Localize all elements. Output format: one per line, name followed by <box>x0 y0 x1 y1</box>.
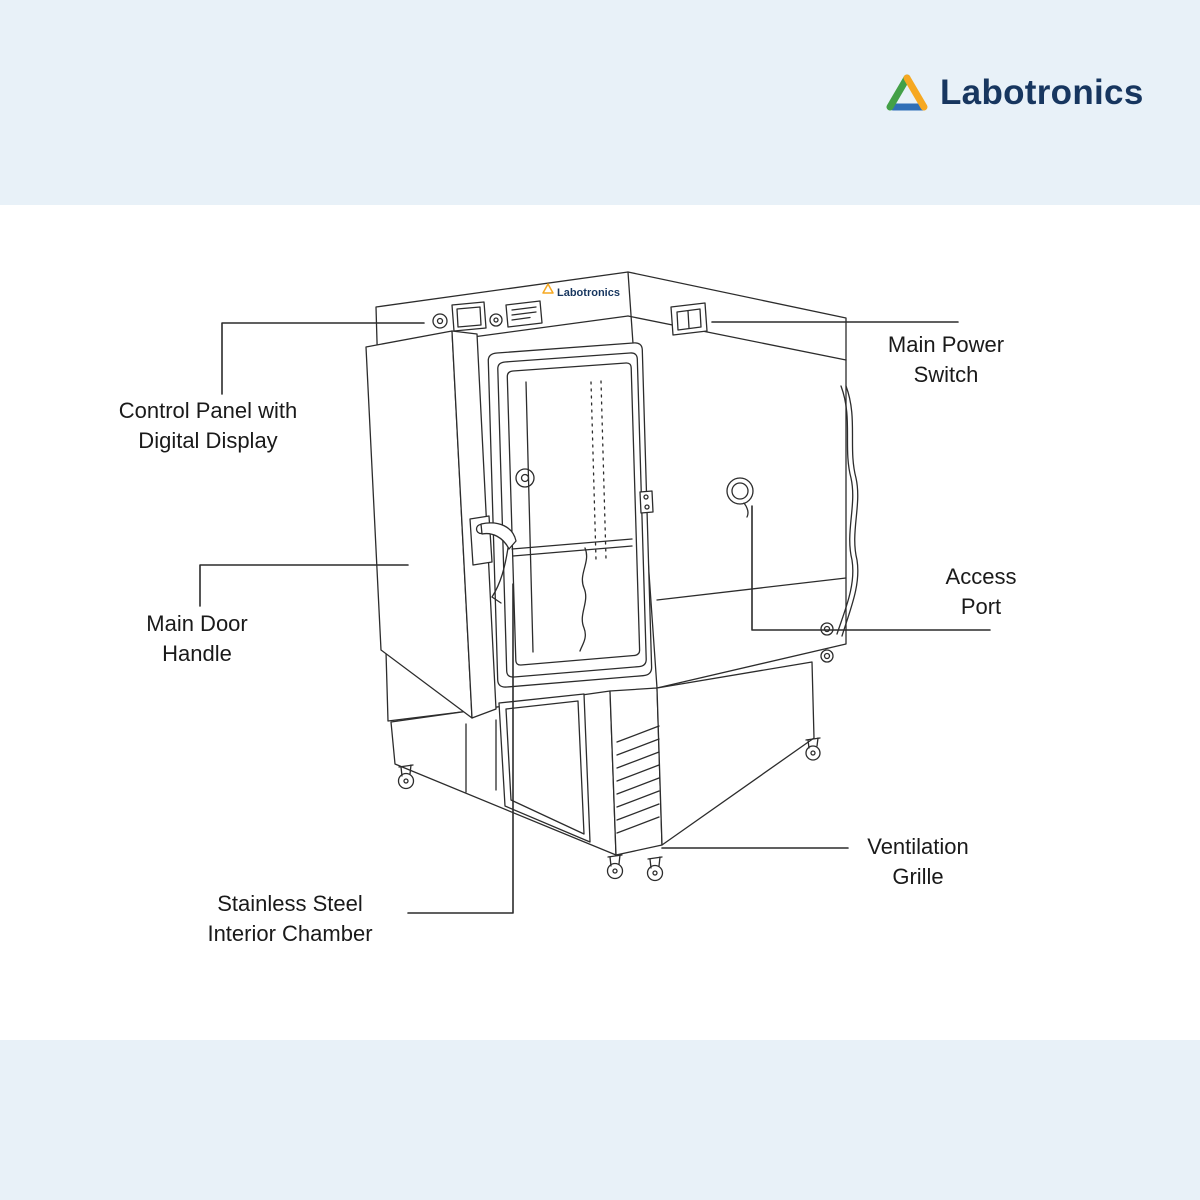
access-port <box>726 477 754 518</box>
label-interior-chamber-line2: Interior Chamber <box>207 921 373 946</box>
label-control-panel: Control Panel with Digital Display <box>119 396 298 456</box>
door-lower-rods <box>465 719 497 793</box>
door-latch-plate <box>639 490 654 514</box>
interior-chamber <box>506 362 641 666</box>
label-control-panel-line2: Digital Display <box>138 428 278 453</box>
interior-sensor-port <box>515 468 535 488</box>
bottom-background-band <box>0 1040 1200 1200</box>
cable-connectors <box>820 622 834 663</box>
label-interior-chamber-line1: Stainless Steel <box>217 891 363 916</box>
machine-brand: Labotronics <box>542 283 620 299</box>
label-power-switch: Main Power Switch <box>888 330 1004 390</box>
label-interior-chamber: Stainless Steel Interior Chamber <box>207 889 372 949</box>
ventilation-grille <box>616 725 660 834</box>
label-ventilation-grille-line2: Grille <box>892 864 944 889</box>
leader-interior-chamber <box>407 583 514 914</box>
brand-logo: Labotronics <box>884 72 1144 114</box>
label-access-port-line1: Access <box>945 564 1017 589</box>
caster-wheels <box>397 737 821 882</box>
label-ventilation-grille-line1: Ventilation <box>867 834 969 859</box>
leader-door-handle <box>199 564 409 607</box>
label-main-door-handle-line1: Main Door <box>146 611 248 636</box>
leader-access-port <box>751 505 991 631</box>
main-power-switch <box>670 302 708 336</box>
interior-rack-perforation <box>590 381 597 561</box>
rear-cable <box>836 385 859 637</box>
interior-sensor-cable <box>579 547 588 652</box>
label-access-port-line2: Port <box>960 594 1002 619</box>
main-door-handle <box>469 515 517 604</box>
label-main-door-handle-line2: Handle <box>162 641 232 666</box>
leader-lines <box>199 321 991 914</box>
label-main-door-handle: Main Door Handle <box>146 609 247 669</box>
interior-shelf <box>511 538 633 550</box>
label-power-switch-line1: Main Power <box>887 332 1005 357</box>
leader-control-panel <box>221 322 425 395</box>
label-power-switch-line2: Switch <box>913 362 979 387</box>
machine-control-panel <box>432 300 543 332</box>
machine-brand-text: Labotronics <box>557 287 620 299</box>
brand-triangle-icon <box>886 74 928 111</box>
label-ventilation-grille: Ventilation Grille <box>867 832 969 892</box>
top-background-band <box>0 0 1200 205</box>
brand-name: Labotronics <box>940 73 1144 112</box>
label-access-port: Access Port <box>946 562 1017 622</box>
label-control-panel-line1: Control Panel with <box>118 398 298 423</box>
